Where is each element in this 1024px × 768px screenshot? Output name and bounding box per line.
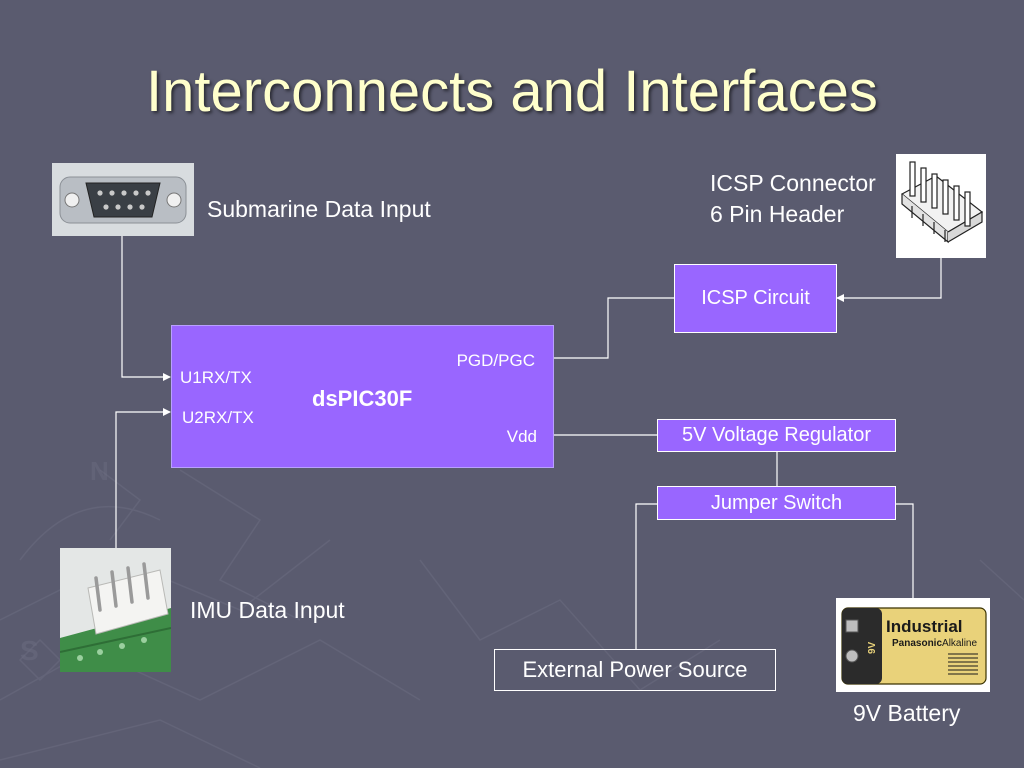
pin-vdd: Vdd: [506, 427, 537, 446]
imu-connector-image: [60, 548, 171, 672]
icsp-connector-line2: 6 Pin Header: [710, 201, 845, 227]
pin-u2rx-tx: U2RX/TX: [182, 408, 254, 427]
battery-subbrand-text: Panasonic: [892, 638, 942, 649]
pin-pgd-pgc: PGD/PGC: [456, 351, 535, 370]
mcu-name: dsPIC30F: [312, 386, 413, 411]
icsp-connector-label: ICSP Connector 6 Pin Header: [710, 168, 876, 230]
svg-text:PanasonicAlkaline: PanasonicAlkaline: [892, 638, 977, 649]
wire-jumper-to-external: [635, 503, 657, 649]
battery-label: 9V Battery: [853, 700, 961, 726]
battery-brand-text: Industrial: [886, 617, 963, 636]
wire-jumper-to-battery: [896, 503, 914, 598]
wire-icsp-to-pgd: [545, 297, 674, 362]
external-power-source-block: External Power Source: [494, 649, 776, 691]
battery-subbrand-suffix: Alkaline: [942, 638, 977, 649]
serial-connector-image: [52, 163, 194, 236]
svg-text:N: N: [90, 456, 109, 486]
icsp-circuit-block: ICSP Circuit: [674, 264, 837, 333]
wire-submarine-to-u1: [121, 236, 171, 381]
svg-text:S: S: [20, 635, 39, 666]
voltage-regulator-block: 5V Voltage Regulator: [657, 419, 896, 452]
submarine-data-input-label: Submarine Data Input: [207, 196, 431, 222]
jumper-switch-block: Jumper Switch: [657, 486, 896, 520]
imu-data-input-label: IMU Data Input: [190, 597, 345, 623]
battery-voltage-text: 9V: [867, 641, 878, 654]
dspic30f-block: dsPIC30F U1RX/TX U2RX/TX PGD/PGC Vdd: [171, 325, 554, 468]
battery-image: 9V Industrial PanasonicAlkaline: [836, 598, 990, 692]
wire-header-to-icsp: [836, 258, 942, 302]
pin-u1rx-tx: U1RX/TX: [180, 368, 252, 387]
slide-title: Interconnects and Interfaces: [146, 59, 878, 124]
wire-imu-to-u2: [115, 408, 171, 548]
icsp-connector-line1: ICSP Connector: [710, 170, 876, 196]
pin-header-image: [896, 154, 986, 258]
